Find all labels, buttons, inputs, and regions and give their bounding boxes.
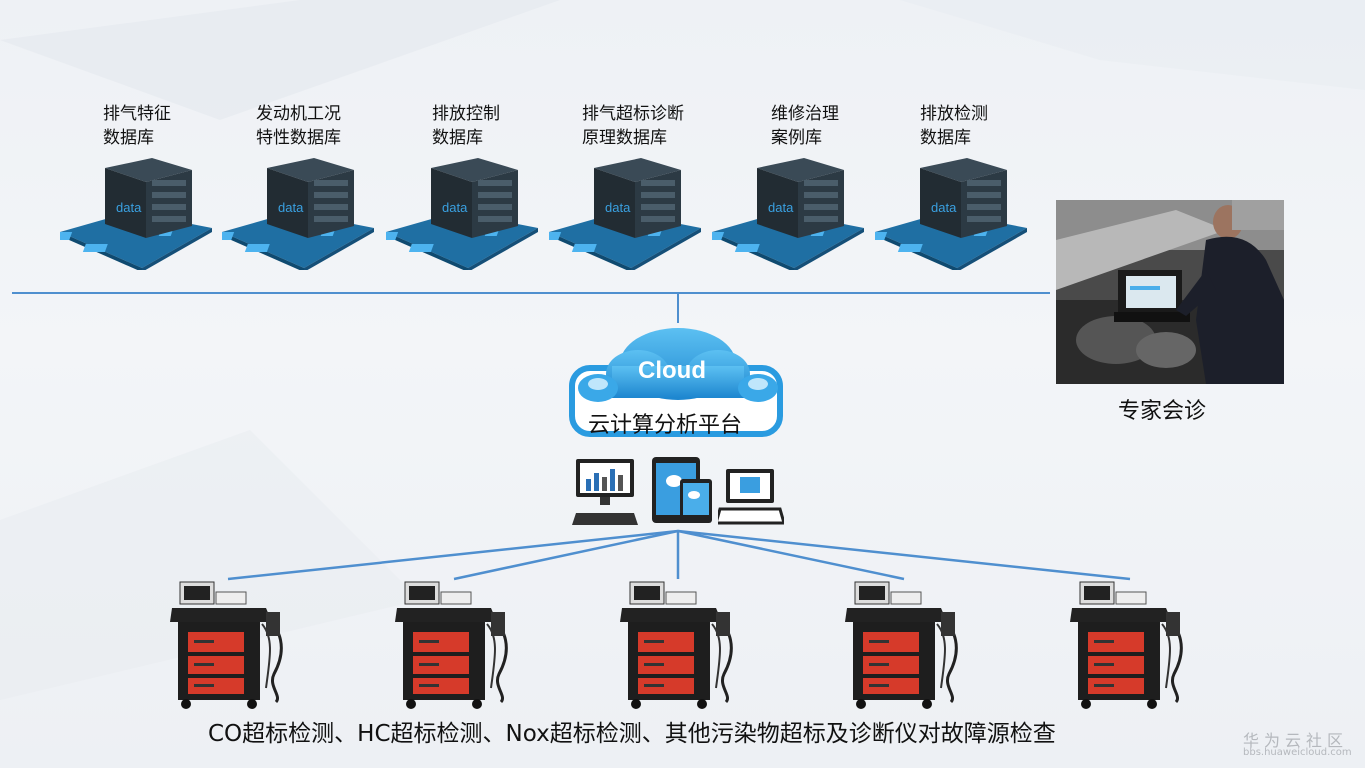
server-data-text: data — [116, 200, 142, 215]
db-label-repair-cases: 维修治理 案例库 — [771, 104, 839, 148]
data-server-icon: data — [703, 150, 867, 272]
watermark-title: 华为云社区 — [1243, 731, 1349, 750]
data-server-icon: data — [866, 150, 1030, 272]
db-label-engine-conditions: 发动机工况 特性数据库 — [256, 104, 341, 148]
detection-caption: CO超标检测、HC超标检测、Nox超标检测、其他污染物超标及诊断仪对故障源检查 — [208, 721, 1056, 747]
server-data-text: data — [278, 200, 304, 215]
watermark-url: bbs.huaweicloud.com — [1243, 747, 1352, 758]
expert-label: 专家会诊 — [1118, 399, 1207, 424]
database-bus-line — [12, 292, 1050, 294]
db-label-emission-detection: 排放检测 数据库 — [920, 104, 988, 148]
emission-analyzer-cart-icon — [395, 578, 515, 710]
data-server-icon: data — [377, 150, 541, 272]
cloud-platform-label: 云计算分析平台 — [588, 413, 743, 438]
emission-analyzer-cart-icon — [170, 578, 290, 710]
laptop-icon — [718, 469, 784, 525]
db-label-diagnosis-principle: 排气超标诊断 原理数据库 — [582, 104, 684, 148]
data-server-icon: data — [213, 150, 377, 272]
server-data-text: data — [931, 200, 957, 215]
data-server-icon: data — [540, 150, 704, 272]
db-label-exhaust-features: 排气特征 数据库 — [103, 104, 171, 148]
server-data-text: data — [768, 200, 794, 215]
server-data-text: data — [605, 200, 631, 215]
emission-analyzer-cart-icon — [620, 578, 740, 710]
emission-analyzer-cart-icon — [845, 578, 965, 710]
data-server-icon: data — [51, 150, 215, 272]
emission-analyzer-cart-icon — [1070, 578, 1190, 710]
cloud-word: Cloud — [638, 357, 706, 384]
desktop-monitor-icon — [572, 459, 638, 525]
server-data-text: data — [442, 200, 468, 215]
tablet-phone-icon — [652, 457, 712, 523]
bus-to-cloud-line — [677, 293, 679, 323]
cloud-icon: Cloud — [569, 328, 783, 437]
expert-photo — [1056, 200, 1284, 384]
db-label-emission-control: 排放控制 数据库 — [432, 104, 500, 148]
